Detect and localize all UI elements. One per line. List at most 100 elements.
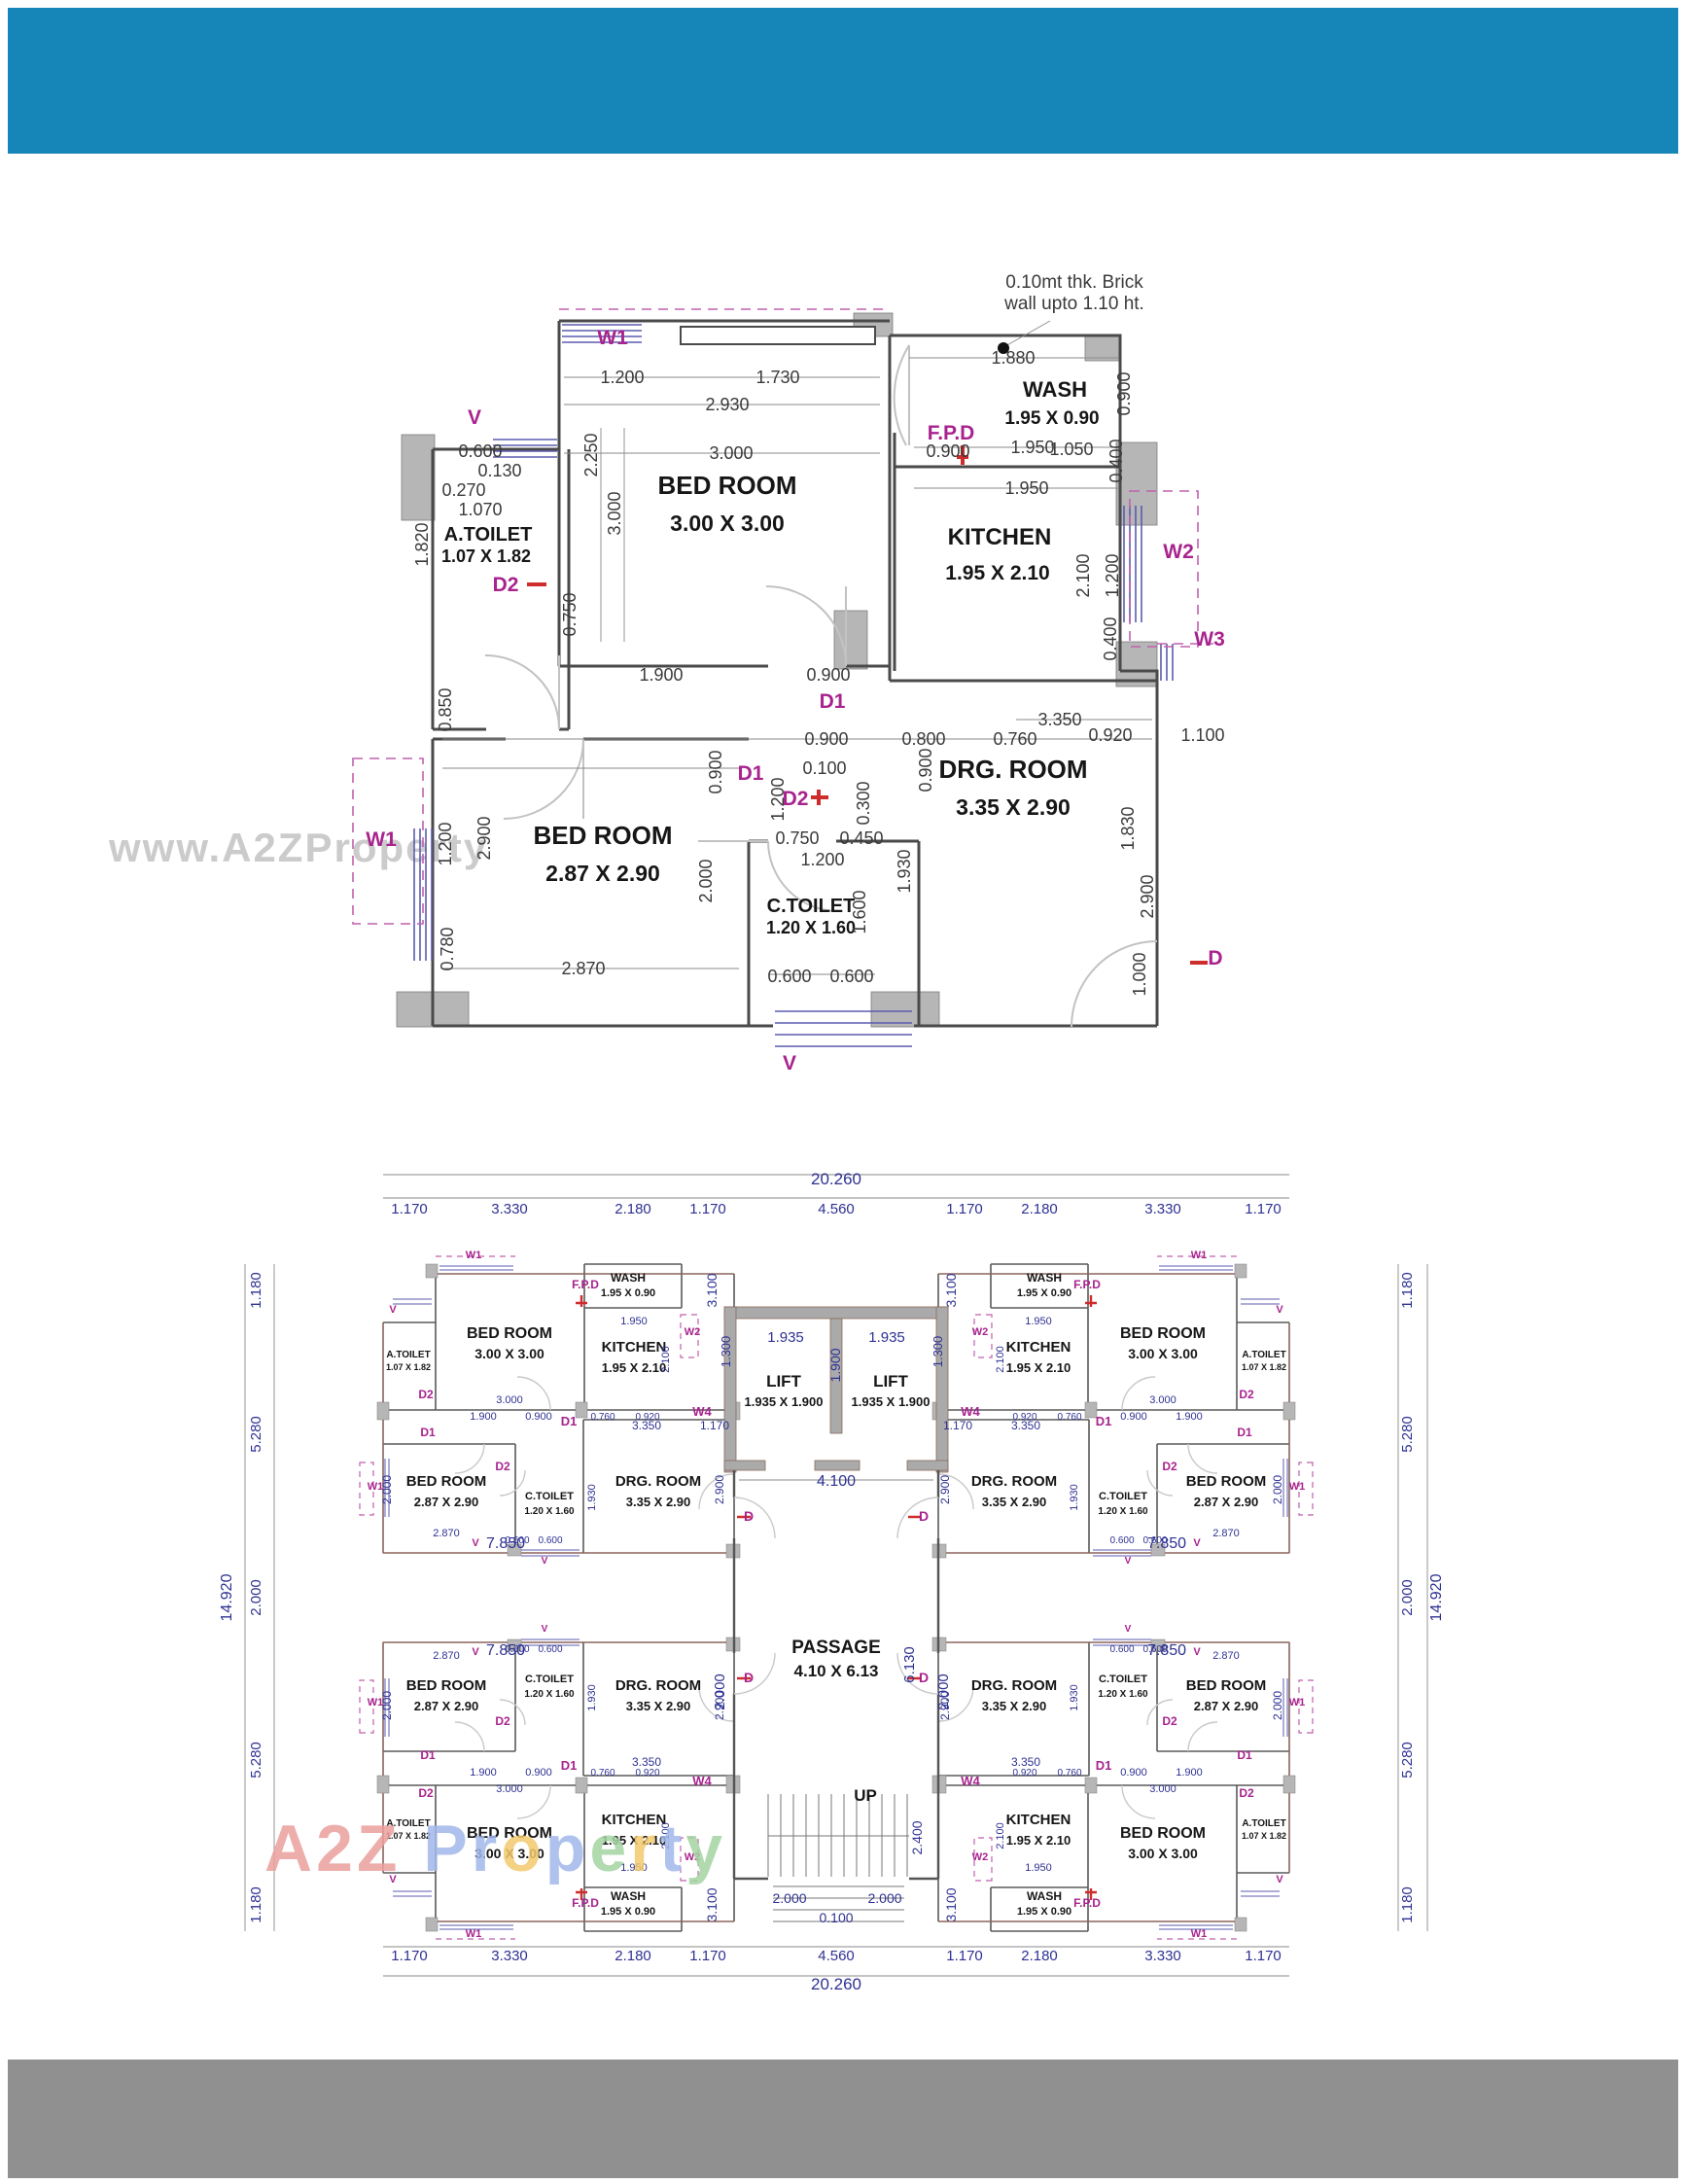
- watermark-letter: o: [501, 1812, 545, 1885]
- room-label: 1.20 X 1.60: [524, 1689, 575, 1700]
- dim-label: 3.350: [1011, 1419, 1040, 1432]
- lift-walls: [723, 1306, 949, 1473]
- dim-label: D2: [493, 574, 519, 596]
- room-label: 1.95 X 0.90: [1017, 1287, 1071, 1299]
- dim-label: W1: [597, 327, 628, 349]
- dim-label: W1: [1289, 1697, 1306, 1708]
- room-label: 2.87 X 2.90: [1194, 1495, 1259, 1509]
- dim-label: 2.900: [938, 1691, 952, 1720]
- dim-label: 1.200: [800, 850, 844, 869]
- room-label: 1.95 X 2.10: [1006, 1833, 1071, 1848]
- watermark-letter: y: [685, 1812, 727, 1885]
- room-label: 1.07 X 1.82: [1242, 1362, 1286, 1372]
- dim-label: V: [389, 1874, 397, 1885]
- dim-label: 1.930: [586, 1684, 598, 1711]
- room-label: WASH: [1027, 1271, 1062, 1285]
- dim-label: 0.10mt thk. Brick: [1005, 272, 1143, 293]
- dim-label: 1.900: [470, 1411, 497, 1423]
- dim-label: 1.100: [1180, 725, 1224, 745]
- leader-dot: [998, 342, 1009, 354]
- dim-label: 3.350: [632, 1755, 661, 1769]
- dim-label: 1.930: [1069, 1684, 1080, 1711]
- dim-label: 1.180: [248, 1886, 264, 1923]
- dim-label: 0.900: [525, 1411, 552, 1423]
- dim-label: W4: [961, 1774, 980, 1788]
- room-label: A.TOILET: [1242, 1818, 1285, 1829]
- room-label: 3.00 X 3.00: [1128, 1846, 1198, 1861]
- dim-label: 0.800: [901, 729, 945, 749]
- dim-label: 0.900: [1120, 1411, 1147, 1423]
- dim-label: 1.170: [391, 1201, 428, 1217]
- room-label: BED ROOM: [1186, 1677, 1267, 1694]
- dim-label: 3.000: [1149, 1394, 1177, 1406]
- dim-label: W1: [1191, 1928, 1208, 1940]
- core-door-markers: [737, 1515, 922, 1680]
- dim-label: 0.750: [775, 828, 819, 848]
- dim-label: 2.000: [380, 1475, 394, 1504]
- dim-label: 4.560: [818, 1201, 855, 1217]
- room-label: WASH: [611, 1271, 646, 1285]
- dim-label: 0.600: [1109, 1644, 1134, 1655]
- dim-label: 2.900: [713, 1691, 726, 1720]
- dim-label: V: [389, 1304, 397, 1316]
- room-label: DRG. ROOM: [971, 1473, 1057, 1490]
- room-label: 3.35 X 2.90: [982, 1699, 1047, 1713]
- room-label: 1.95 X 0.90: [1004, 408, 1099, 429]
- stairs-icon: [767, 1794, 909, 1922]
- dim-label: 1.900: [1176, 1411, 1203, 1423]
- dim-label: 2.000: [248, 1579, 264, 1616]
- room-label: 1.95 X 2.10: [1006, 1360, 1071, 1375]
- dim-label: D: [919, 1670, 929, 1685]
- room-label: PASSAGE: [791, 1638, 881, 1658]
- dim-label: D2: [1162, 1460, 1177, 1473]
- dim-label: 5.280: [248, 1416, 264, 1453]
- dim-label: 2.900: [713, 1475, 726, 1504]
- dim-label: 0.600: [767, 967, 811, 986]
- dim-label: 3.000: [709, 443, 753, 463]
- unit-fpd-marker: [576, 1295, 587, 1307]
- dim-label: 0.900: [706, 750, 725, 793]
- dim-label: 14.920: [1428, 1573, 1445, 1621]
- dim-label: 0.600: [1142, 1535, 1167, 1546]
- dim-label: 0.920: [635, 1768, 659, 1779]
- dim-label: 1.900: [639, 665, 683, 685]
- dim-label: 2.000: [712, 1673, 728, 1710]
- dim-label: 0.300: [854, 781, 873, 825]
- dim-label: 1.730: [755, 368, 799, 387]
- dim-label: 0.900: [806, 665, 850, 685]
- dim-label: V: [542, 1556, 548, 1567]
- dim-label: 0.600: [1142, 1644, 1167, 1655]
- dim-label: W2: [685, 1851, 701, 1863]
- dim-label: 0.600: [538, 1644, 562, 1655]
- dim-label: 1.170: [943, 1419, 972, 1432]
- dim-label: 3.350: [1011, 1755, 1040, 1769]
- dim-label: 1.880: [991, 348, 1035, 368]
- dim-label: 2.180: [615, 1201, 651, 1217]
- dim-label: D2: [495, 1460, 510, 1473]
- room-label: 2.87 X 2.90: [414, 1699, 479, 1713]
- dim-label: 2.870: [561, 959, 605, 978]
- room-label: BED ROOM: [467, 1325, 552, 1342]
- dim-label: V: [468, 406, 481, 429]
- room-label: 3.35 X 2.90: [626, 1699, 691, 1713]
- dim-label: 7.850: [1147, 1642, 1186, 1659]
- room-label: 3.35 X 2.90: [956, 794, 1071, 820]
- room-label: C.TOILET: [1099, 1491, 1147, 1502]
- dim-label: 0.450: [839, 828, 883, 848]
- room-label: 1.20 X 1.60: [1098, 1506, 1148, 1517]
- room-label: 1.95 X 2.10: [602, 1360, 667, 1375]
- dim-label: 1.170: [700, 1419, 729, 1432]
- dim-label: 2.930: [705, 395, 749, 414]
- dim-label: 2.870: [433, 1650, 460, 1662]
- room-label: LIFT: [873, 1372, 908, 1391]
- dim-label: V: [1125, 1624, 1132, 1635]
- dim-label: W2: [972, 1851, 989, 1863]
- room-label: 1.95 X 0.90: [1017, 1906, 1071, 1918]
- dim-label: W4: [692, 1404, 712, 1419]
- dim-label: 4.560: [818, 1948, 855, 1964]
- dim-label: 1.950: [620, 1862, 648, 1874]
- watermark-letter: p: [544, 1812, 590, 1885]
